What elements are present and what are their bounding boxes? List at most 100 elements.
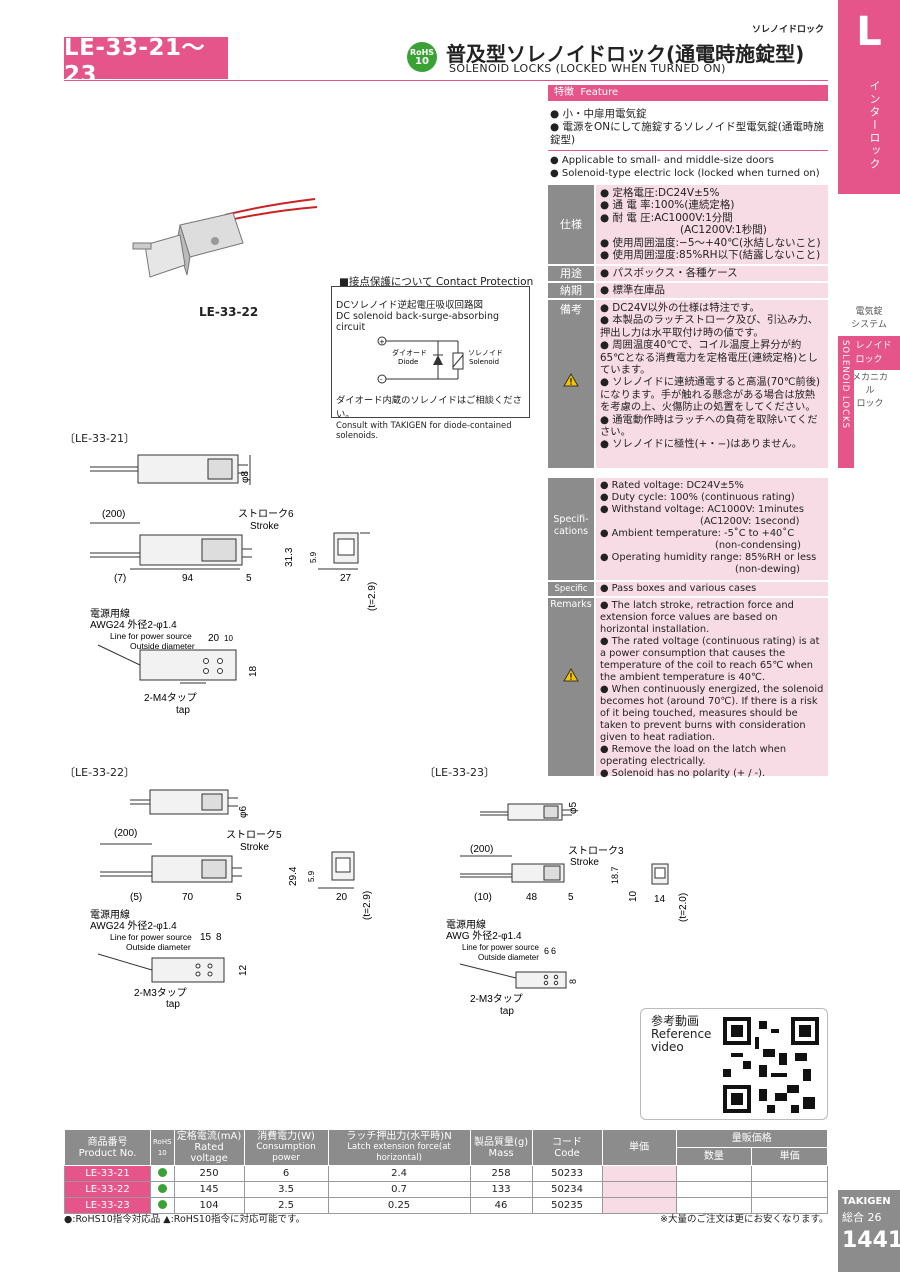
- remarks-list-en: ● The latch stroke, retraction force and…: [596, 598, 828, 779]
- list-item: ● Applicable to small- and middle-size d…: [550, 155, 774, 166]
- drawing-label-21: 〔LE-33-21〕: [64, 432, 136, 445]
- side-vertical-text: SOLENOID LOCKS: [840, 340, 850, 430]
- table-row[interactable]: LE-33-21 250 6 2.4 258 50233: [64, 1165, 828, 1182]
- cell-rohs: [150, 1165, 175, 1182]
- dim-w7: (7): [114, 573, 126, 584]
- wire-awg: AWG 外径2-φ1.4: [446, 929, 522, 942]
- th-rated: 定格電流(mA)Rated voltage: [173, 1129, 245, 1166]
- solenoid-label-jp: ソレノイド: [468, 349, 503, 357]
- dim-w48: 48: [526, 892, 538, 903]
- dim-phi: φ8: [240, 471, 251, 483]
- video-link-box[interactable]: 参考動画 Reference video: [640, 1008, 828, 1120]
- th-unit-price: 単価: [751, 1147, 828, 1166]
- model-range-title: LE-33-21〜23: [64, 35, 228, 88]
- spec-list-jp: ● 定格電圧:DC24V±5% ● 通 電 率:100%(連続定格) ● 耐 電…: [596, 185, 828, 264]
- side-menu-electric-lock[interactable]: 電気錠 システム: [838, 306, 900, 332]
- video-caption-en1: Reference: [651, 1027, 712, 1041]
- dim-thickness: (t=2.9): [367, 582, 378, 611]
- dim-w6b: 6: [551, 946, 556, 956]
- minus-sign: -: [380, 376, 383, 384]
- dim-length: (200): [470, 844, 493, 855]
- remarks-label-jp: 備考: [548, 300, 594, 468]
- side-menu-mechanical-lock[interactable]: メカニカル ロック: [850, 372, 890, 411]
- tap-jp: 2-M3タップ: [470, 993, 523, 1005]
- th-bulk: 量販価格: [675, 1129, 829, 1148]
- wire-en1: Line for power source: [110, 631, 192, 641]
- remark-item: ● The latch stroke, retraction force and…: [600, 600, 794, 635]
- stroke-label-en: Stroke: [240, 842, 269, 853]
- tap-jp: 2-M3タップ: [134, 987, 187, 999]
- remark-item: ● Solenoid has no polarity (+ / -).: [600, 768, 766, 779]
- stroke-label-jp: ストローク5: [226, 829, 282, 841]
- dim-height-small: 5.9: [307, 870, 316, 882]
- header-rule: [64, 80, 828, 81]
- tap-jp: 2-M4タップ: [144, 692, 197, 704]
- spec-line: (AC1200V: 1second): [700, 516, 800, 527]
- remarks-label: 備考: [560, 303, 582, 316]
- use-text-en: ● Pass boxes and various cases: [596, 582, 828, 596]
- table-row[interactable]: LE-33-22 145 3.5 0.7 133 50234: [64, 1181, 828, 1198]
- th-qty: 数量: [675, 1147, 753, 1166]
- table-row[interactable]: LE-33-23 104 2.5 0.25 46 50235: [64, 1197, 828, 1214]
- video-caption: 参考動画 Reference video: [651, 1015, 711, 1054]
- diode-label-jp: ダイオード: [392, 348, 427, 357]
- side-vertical-strip: [838, 336, 854, 468]
- cell-code: 50233: [531, 1165, 603, 1182]
- photo-caption: LE-33-22: [199, 305, 259, 319]
- footnote-bulk: ※大量のご注文は更にお安くなります。: [660, 1214, 829, 1225]
- cell-code: 50234: [531, 1181, 603, 1198]
- wire-jp: 電源用線: [446, 918, 486, 931]
- spec-line: ● 通 電 率:100%(連続定格): [600, 199, 735, 212]
- section-letter-tab[interactable]: L: [838, 0, 900, 64]
- diode-label-en: Diode: [398, 358, 418, 366]
- feature-bar: 特徴 Feature: [548, 85, 828, 101]
- cell-product-no: LE-33-23: [64, 1197, 151, 1214]
- side-menu-label: システム: [851, 320, 887, 330]
- section-strip: [838, 64, 900, 194]
- cell-mass: 46: [469, 1197, 533, 1214]
- cell-price: [601, 1197, 677, 1214]
- side-menu-label: メカニカル: [851, 373, 888, 396]
- page-title-en: SOLENOID LOCKS (LOCKED WHEN TURNED ON): [449, 62, 726, 75]
- dim-phi: φ5: [568, 802, 579, 814]
- spec-line: ● Rated voltage: DC24V±5%: [600, 480, 744, 491]
- catalog-label: 総合 26: [842, 1211, 882, 1224]
- dim-w14: 14: [654, 894, 666, 905]
- cell-rohs: [150, 1181, 175, 1198]
- spec-line: ● Withstand voltage: AC1000V: 1minutes: [600, 504, 804, 515]
- dim-h18: 18: [248, 665, 259, 677]
- th-price: 単価: [601, 1129, 677, 1166]
- remarks-list-jp: ● DC24V以外の仕様は特注です。 ● 本製品のラッチストローク及び、引込み力…: [596, 300, 828, 468]
- dim-w70: 70: [182, 892, 194, 903]
- wire-en2: Outside diameter: [478, 953, 539, 962]
- list-item: ● 小・中扉用電気錠: [550, 108, 647, 120]
- rohs-number: 10: [415, 56, 429, 67]
- spec-line: (AC1200V:1秒間): [680, 224, 767, 237]
- cell-force: 0.25: [327, 1197, 471, 1214]
- dim-w15: 15: [200, 932, 212, 943]
- list-item: ● 電源をONにして施錠するソレノイド型電気錠(通電時施錠型): [550, 121, 824, 146]
- product-photo: [132, 198, 318, 278]
- rohs-dot-icon: [157, 1167, 167, 1177]
- delivery-text-jp: ● 標準在庫品: [596, 283, 828, 298]
- delivery-label-jp: 納期: [548, 283, 594, 298]
- spec-line: (non-dewing): [735, 564, 801, 575]
- cell-unit-price: [751, 1181, 828, 1198]
- drawing-label-23: 〔LE-33-23〕: [424, 766, 496, 779]
- dim-height: 31.3: [284, 547, 295, 567]
- spec-line: ● 使用周囲温度:−5〜+40℃(氷結しないこと): [600, 236, 821, 249]
- remark-item: ● ソレノイドに極性(+・−)はありません。: [600, 438, 802, 451]
- category-small: ソレノイドロック: [752, 25, 825, 35]
- cp-note-en: Consult with TAKIGEN for diode-contained…: [336, 420, 512, 440]
- video-caption-en2: video: [651, 1040, 684, 1054]
- use-label-en: Specific use: [548, 582, 594, 608]
- qr-code-icon[interactable]: [723, 1017, 819, 1113]
- use-label-jp: 用途: [548, 266, 594, 281]
- brand-label: TAKIGEN: [842, 1196, 891, 1207]
- drawing-le-33-23: φ5 (200) ストローク3 Stroke 18.7 10 (10) 48 5…: [446, 802, 689, 1017]
- dim-w5: 5: [246, 573, 252, 584]
- drawing-le-33-22: φ6 (200) ストローク5 Stroke 29.4 5.9 (5) 70 5…: [90, 789, 373, 1010]
- side-menu-label: ソレノイド: [846, 341, 892, 351]
